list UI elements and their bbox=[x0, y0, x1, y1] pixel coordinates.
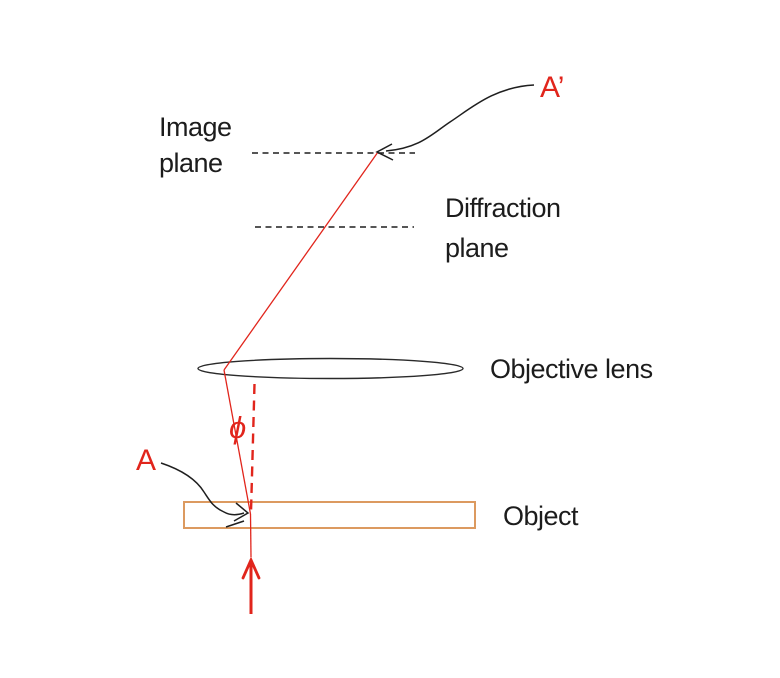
point-a-label: A bbox=[136, 444, 156, 477]
objective-lens-ellipse bbox=[197, 357, 464, 380]
a-pointer-arrowhead-tail-stroke bbox=[225, 520, 245, 528]
incident-beam-through-object bbox=[249, 513, 252, 558]
a-prime-pointer-curve bbox=[385, 84, 535, 152]
image-plane-label-line2: plane bbox=[159, 148, 223, 178]
diffraction-plane-label-line2: plane bbox=[445, 233, 509, 263]
object-rectangle bbox=[183, 501, 476, 529]
phi-angle-label: ϕ bbox=[229, 410, 246, 445]
scattering-angle-dashed-line bbox=[249, 383, 256, 513]
ray-image-to-lens bbox=[223, 151, 379, 371]
a-pointer-arrowhead-icon bbox=[233, 502, 250, 522]
a-pointer-curve bbox=[160, 462, 245, 516]
incident-beam-arrowhead-icon bbox=[241, 556, 261, 580]
a-prime-pointer-arrowhead-icon bbox=[375, 143, 394, 161]
object-label: Object bbox=[503, 501, 579, 531]
diffraction-plane-label-line1: Diffraction bbox=[445, 193, 561, 223]
point-a-prime-label: A’ bbox=[540, 71, 564, 104]
image-plane-label-line1: Image bbox=[159, 112, 232, 142]
objective-lens-label: Objective lens bbox=[490, 354, 653, 384]
ray-lens-to-object bbox=[223, 369, 252, 515]
